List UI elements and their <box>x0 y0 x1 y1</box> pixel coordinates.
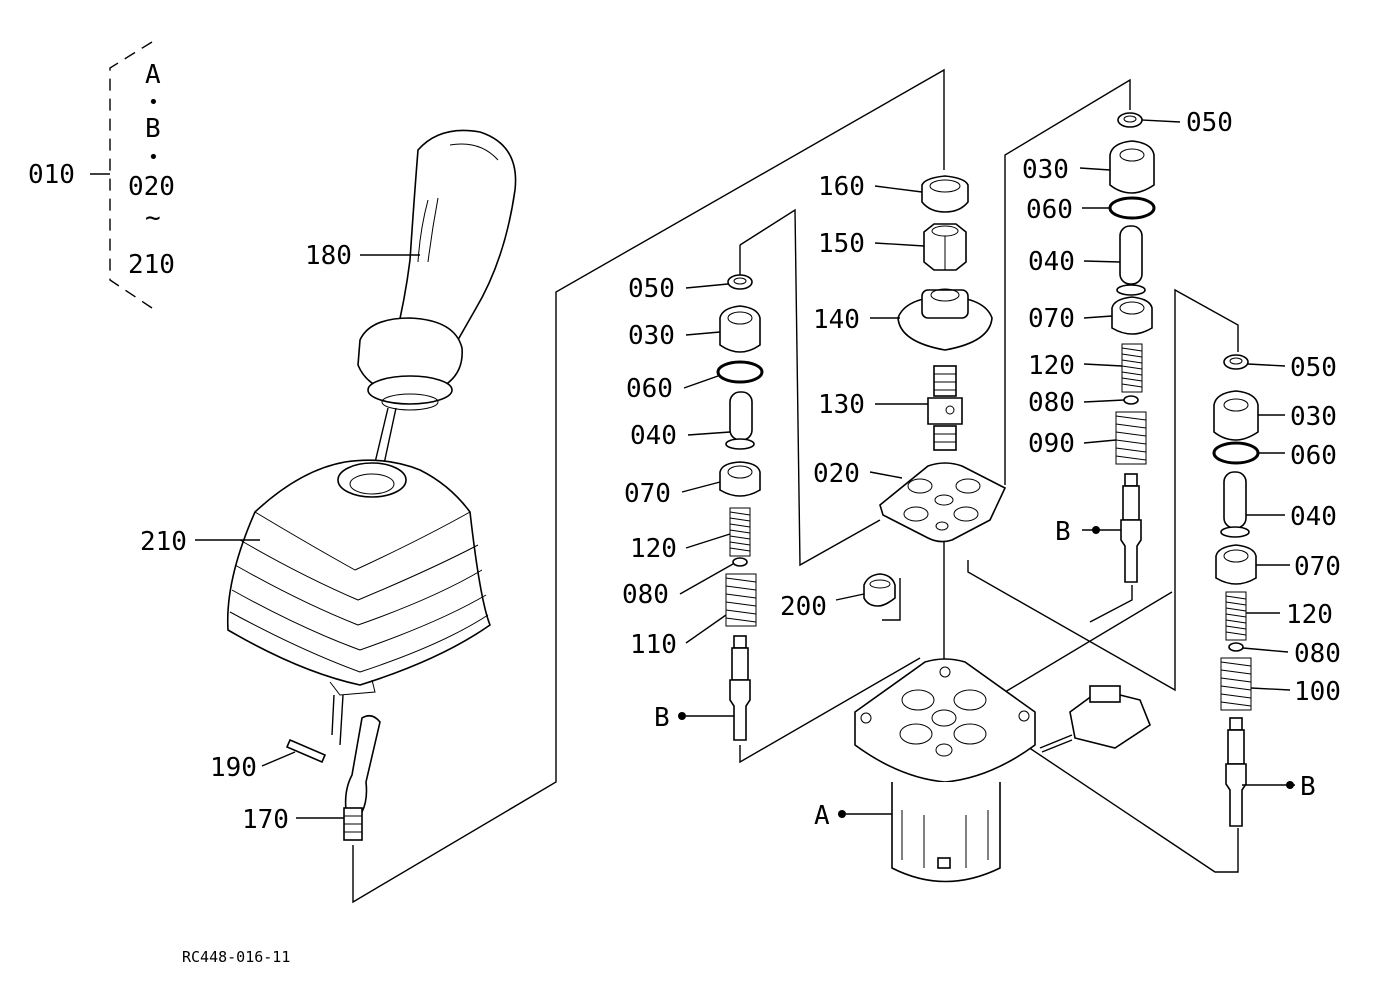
label-130: 130 <box>818 390 865 420</box>
label-190: 190 <box>210 753 257 783</box>
label-left-040: 040 <box>630 421 677 451</box>
label-160: 160 <box>818 172 865 202</box>
reference-dots <box>678 526 1294 818</box>
plate-140 <box>897 288 993 351</box>
label-180: 180 <box>305 241 352 271</box>
assembly-item-020: 020 <box>128 172 175 202</box>
pin-190 <box>285 738 327 764</box>
lever-grip-180 <box>357 129 517 493</box>
left-valve-stack <box>716 274 764 741</box>
exploded-view-lines <box>352 68 1239 904</box>
leader-lines <box>195 119 1295 819</box>
assembly-item-a: A <box>145 60 161 90</box>
label-rb-120: 120 <box>1286 600 1333 630</box>
label-rt-120: 120 <box>1028 351 1075 381</box>
label-170: 170 <box>242 805 289 835</box>
connector <box>1039 685 1151 753</box>
label-210: 210 <box>140 527 187 557</box>
assembly-range-symbol: ~ <box>145 203 161 233</box>
label-rb-b: B <box>1300 772 1316 802</box>
assembly-item-b: B <box>145 114 161 144</box>
right-bottom-valve-stack <box>1212 354 1260 827</box>
label-rt-b: B <box>1055 517 1071 547</box>
label-left-070: 070 <box>624 479 671 509</box>
label-rt-050: 050 <box>1186 108 1233 138</box>
label-left-060: 060 <box>626 374 673 404</box>
right-top-valve-stack <box>1108 112 1156 583</box>
assembly-separator-2: • <box>148 147 159 168</box>
label-left-030: 030 <box>628 321 675 351</box>
boot-210 <box>226 459 491 746</box>
label-rb-060: 060 <box>1290 441 1337 471</box>
label-rb-030: 030 <box>1290 402 1337 432</box>
label-rb-040: 040 <box>1290 502 1337 532</box>
label-rt-080: 080 <box>1028 388 1075 418</box>
assembly-separator-1: • <box>148 92 159 113</box>
label-140: 140 <box>813 305 860 335</box>
label-rt-090: 090 <box>1028 429 1075 459</box>
label-020: 020 <box>813 459 860 489</box>
label-200: 200 <box>780 592 827 622</box>
assembly-code: 010 <box>28 160 75 190</box>
label-rt-060: 060 <box>1026 195 1073 225</box>
label-rb-100: 100 <box>1294 677 1341 707</box>
plug-200 <box>863 573 896 607</box>
label-rb-080: 080 <box>1294 639 1341 669</box>
part-labels: 180 210 190 170 160 150 140 130 020 200 … <box>140 108 1341 835</box>
label-150: 150 <box>818 229 865 259</box>
nut-160 <box>921 175 969 213</box>
joint-130 <box>927 365 963 451</box>
label-left-120: 120 <box>630 534 677 564</box>
label-rt-030: 030 <box>1022 155 1069 185</box>
housing-a <box>854 658 1036 883</box>
drawing-number: RC448-016-11 <box>182 948 290 966</box>
plate-020 <box>879 462 1007 543</box>
label-left-050: 050 <box>628 274 675 304</box>
assembly-bracket: 010 A • B • 020 ~ 210 <box>28 41 175 309</box>
label-left-110: 110 <box>630 630 677 660</box>
label-rt-070: 070 <box>1028 304 1075 334</box>
label-housing-a: A <box>814 801 830 831</box>
rod-170 <box>343 714 381 841</box>
assembly-item-210: 210 <box>128 250 175 280</box>
label-rb-050: 050 <box>1290 353 1337 383</box>
label-rb-070: 070 <box>1294 552 1341 582</box>
label-left-b: B <box>654 703 670 733</box>
nut-150 <box>923 223 967 271</box>
label-rt-040: 040 <box>1028 247 1075 277</box>
label-left-080: 080 <box>622 580 669 610</box>
